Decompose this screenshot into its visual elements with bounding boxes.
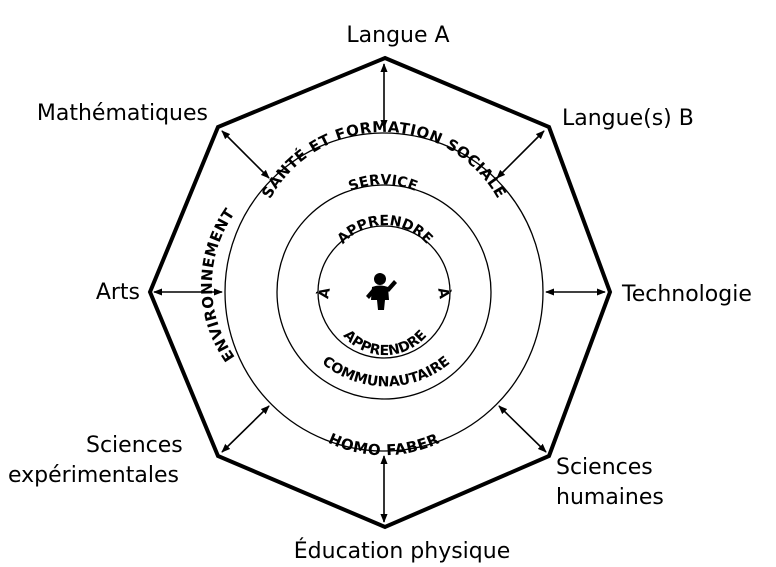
subject-label-top-right: Langue(s) B bbox=[562, 106, 694, 131]
area-label-top: SANTÉ ET FORMATION SOCIALE bbox=[258, 118, 510, 202]
center-label-left: À bbox=[315, 286, 334, 300]
center-label-right: À bbox=[434, 286, 453, 300]
center-label-top: APPRENDRE bbox=[334, 213, 435, 247]
subject-label-bottom-right-1: Sciences bbox=[556, 455, 653, 480]
subject-label-left: Arts bbox=[96, 280, 140, 305]
arrow-top-left bbox=[221, 130, 270, 179]
center-label-bottom: APPRENDRE bbox=[340, 327, 430, 359]
subject-label-bottom-left-2: expérimentales bbox=[8, 463, 179, 488]
subjects-octagon bbox=[147, 55, 613, 530]
subject-label-bottom-right-2: humaines bbox=[556, 485, 664, 510]
learner-figure-icon bbox=[366, 273, 397, 310]
arrow-top-right bbox=[496, 130, 545, 179]
inner-ring bbox=[317, 225, 451, 359]
arrow-bottom-right bbox=[498, 405, 547, 453]
subject-label-top: Langue A bbox=[346, 23, 449, 48]
connector-arrows bbox=[153, 63, 606, 523]
outer-ring bbox=[224, 132, 544, 452]
middle-ring bbox=[276, 184, 492, 400]
area-label-bottom: HOMO FABER bbox=[326, 430, 442, 460]
subject-label-bottom: Éducation physique bbox=[294, 538, 510, 564]
arrow-bottom-left bbox=[221, 405, 270, 453]
area-label-service: SERVICE bbox=[346, 172, 419, 195]
subject-label-top-left: Mathématiques bbox=[37, 101, 208, 126]
subject-label-bottom-left-1: Sciences bbox=[86, 433, 183, 458]
subject-label-right: Technologie bbox=[621, 282, 752, 307]
